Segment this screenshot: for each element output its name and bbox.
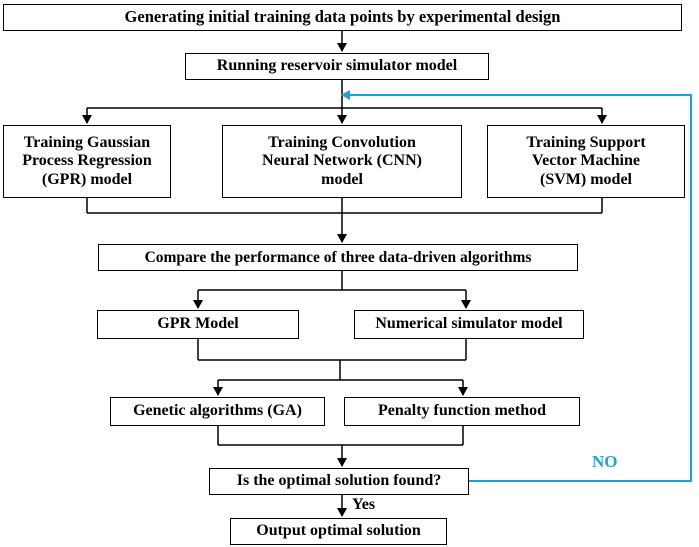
step-compare-performance-label: Compare the performance of three data-dr…: [144, 248, 532, 266]
train-cnn-line-3: model: [321, 170, 363, 188]
step-generate-training-data: Generating initial training data points …: [3, 4, 682, 31]
step-generate-training-data-label: Generating initial training data points …: [124, 7, 561, 27]
step-run-reservoir-simulator-label: Running reservoir simulator model: [216, 57, 458, 75]
genetic-algorithms-label: Genetic algorithms (GA): [133, 402, 302, 420]
train-svm-line-2: Vector Machine: [532, 152, 640, 170]
step-compare-performance: Compare the performance of three data-dr…: [98, 244, 578, 271]
train-gpr-line-2: Process Regression: [22, 152, 152, 170]
train-gpr-line-3: (GPR) model: [41, 170, 133, 188]
box-train-svm: Training Support Vector Machine (SVM) mo…: [487, 125, 685, 198]
step-run-reservoir-simulator: Running reservoir simulator model: [185, 53, 489, 80]
decision-optimal-solution-label: Is the optimal solution found?: [236, 472, 442, 490]
numerical-simulator-model-label: Numerical simulator model: [375, 315, 563, 333]
box-train-gpr: Training Gaussian Process Regression (GP…: [3, 125, 171, 198]
train-svm-line-3: (SVM) model: [540, 170, 632, 188]
step-output-optimal-solution-label: Output optimal solution: [256, 522, 421, 540]
train-svm-line-1: Training Support: [526, 133, 646, 151]
penalty-function-label: Penalty function method: [378, 402, 546, 420]
box-train-cnn: Training Convolution Neural Network (CNN…: [222, 125, 462, 198]
box-genetic-algorithms: Genetic algorithms (GA): [110, 397, 325, 426]
box-gpr-model: GPR Model: [97, 310, 299, 339]
train-cnn-line-2: Neural Network (CNN): [262, 152, 422, 170]
edge-label-no: NO: [592, 452, 618, 471]
box-numerical-simulator-model: Numerical simulator model: [354, 310, 584, 339]
decision-optimal-solution: Is the optimal solution found?: [209, 468, 469, 495]
edge-label-yes: Yes: [352, 496, 376, 513]
step-output-optimal-solution: Output optimal solution: [230, 518, 447, 545]
gpr-model-label: GPR Model: [157, 315, 239, 333]
box-penalty-function: Penalty function method: [344, 397, 580, 426]
train-gpr-line-1: Training Gaussian: [23, 133, 151, 151]
feedback-no-loop: [341, 90, 692, 482]
train-cnn-line-1: Training Convolution: [268, 133, 416, 151]
